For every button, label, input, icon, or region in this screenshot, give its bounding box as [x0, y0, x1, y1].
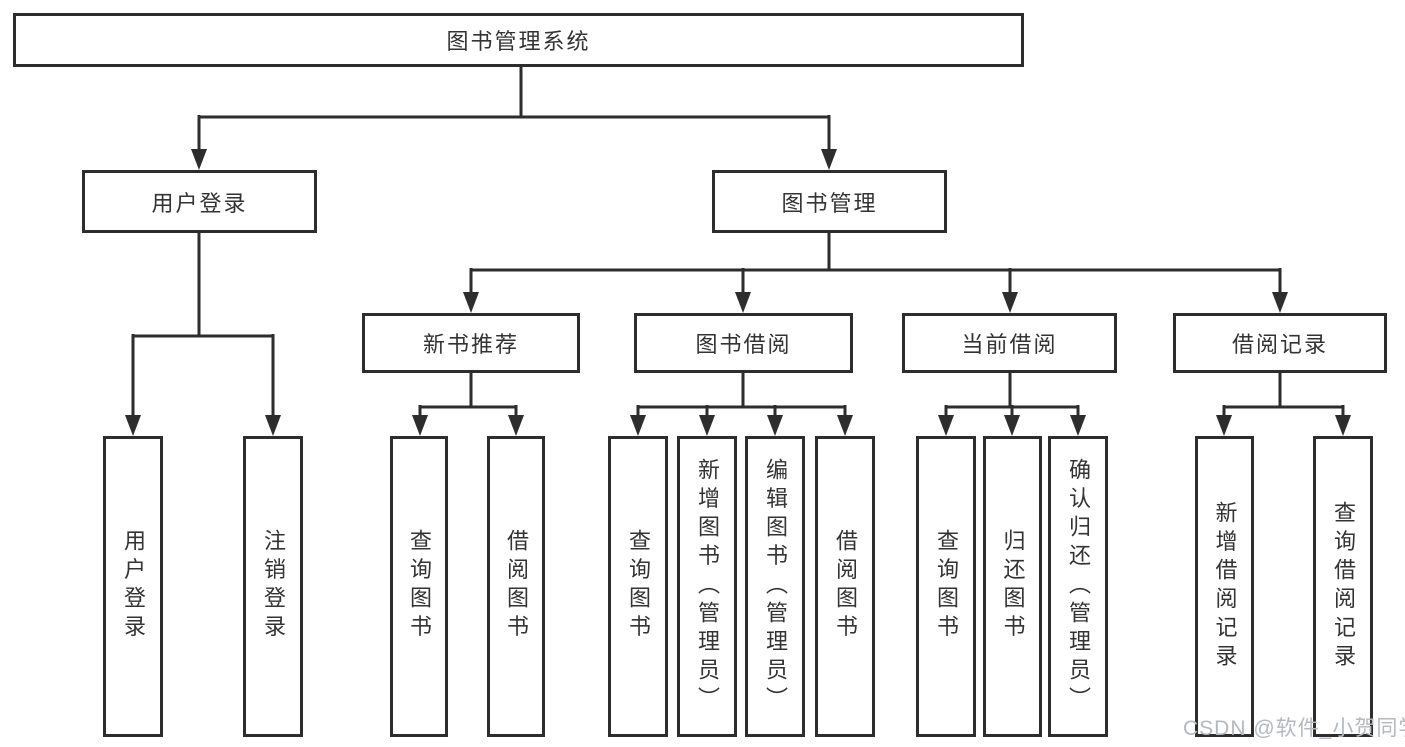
leaf-user-login-label: 用户登录: [121, 529, 146, 644]
node-book-management-label: 图书管理: [781, 190, 878, 216]
node-book-borrowing: 图书借阅: [634, 313, 853, 373]
node-borrowing-records-label: 借阅记录: [1231, 332, 1328, 357]
leaf-records-query-borrow-record-label: 查询借阅记录: [1331, 500, 1356, 673]
node-current-borrowing-label: 当前借阅: [961, 332, 1058, 357]
leaf-borrow-add-books-admin: 新增图书（管理员）: [677, 436, 737, 737]
leaf-current-confirm-return-admin-label: 确认归还（管理员）: [1066, 457, 1091, 716]
leaf-borrow-borrow-books: 借阅图书: [815, 436, 875, 737]
watermark: CSDN @软件_小贺同学: [1183, 717, 1405, 740]
leaf-newrec-query-books: 查询图书: [390, 436, 448, 737]
node-root-label: 图书管理系统: [446, 29, 591, 54]
leaf-borrow-edit-books-admin-label: 编辑图书（管理员）: [763, 457, 788, 716]
leaf-newrec-query-books-label: 查询图书: [407, 529, 432, 644]
arrowheads: [125, 149, 1351, 436]
leaf-newrec-borrow-books-label: 借阅图书: [504, 529, 529, 644]
leaf-borrow-query-books-label: 查询图书: [626, 529, 651, 644]
node-user-login-label: 用户登录: [151, 190, 248, 216]
leaf-current-confirm-return-admin: 确认归还（管理员）: [1048, 436, 1108, 737]
leaf-borrow-borrow-books-label: 借阅图书: [833, 529, 858, 644]
node-root: 图书管理系统: [13, 13, 1024, 67]
leaf-current-return-books: 归还图书: [983, 436, 1042, 737]
leaf-current-return-books-label: 归还图书: [1000, 529, 1026, 644]
node-new-book-recommendation: 新书推荐: [362, 313, 580, 373]
node-new-book-recommendation-label: 新书推荐: [422, 332, 519, 357]
node-book-management: 图书管理: [712, 170, 947, 233]
leaf-records-query-borrow-record: 查询借阅记录: [1313, 436, 1373, 737]
leaf-logout-login-label: 注销登录: [261, 529, 286, 644]
leaf-logout-login: 注销登录: [243, 436, 303, 737]
leaf-newrec-borrow-books: 借阅图书: [487, 436, 545, 737]
leaf-records-add-borrow-record-label: 新增借阅记录: [1212, 500, 1238, 673]
leaf-borrow-query-books: 查询图书: [608, 436, 668, 737]
leaf-borrow-edit-books-admin: 编辑图书（管理员）: [745, 436, 805, 737]
leaf-current-query-books-label: 查询图书: [934, 529, 959, 644]
leaf-borrow-add-books-admin-label: 新增图书（管理员）: [695, 457, 720, 716]
node-borrowing-records: 借阅记录: [1173, 313, 1387, 373]
leaf-current-query-books: 查询图书: [916, 436, 976, 737]
node-current-borrowing: 当前借阅: [902, 313, 1117, 373]
node-user-login: 用户登录: [82, 170, 317, 233]
leaf-records-add-borrow-record: 新增借阅记录: [1195, 436, 1254, 737]
node-book-borrowing-label: 图书借阅: [695, 332, 792, 357]
leaf-user-login: 用户登录: [103, 436, 163, 737]
